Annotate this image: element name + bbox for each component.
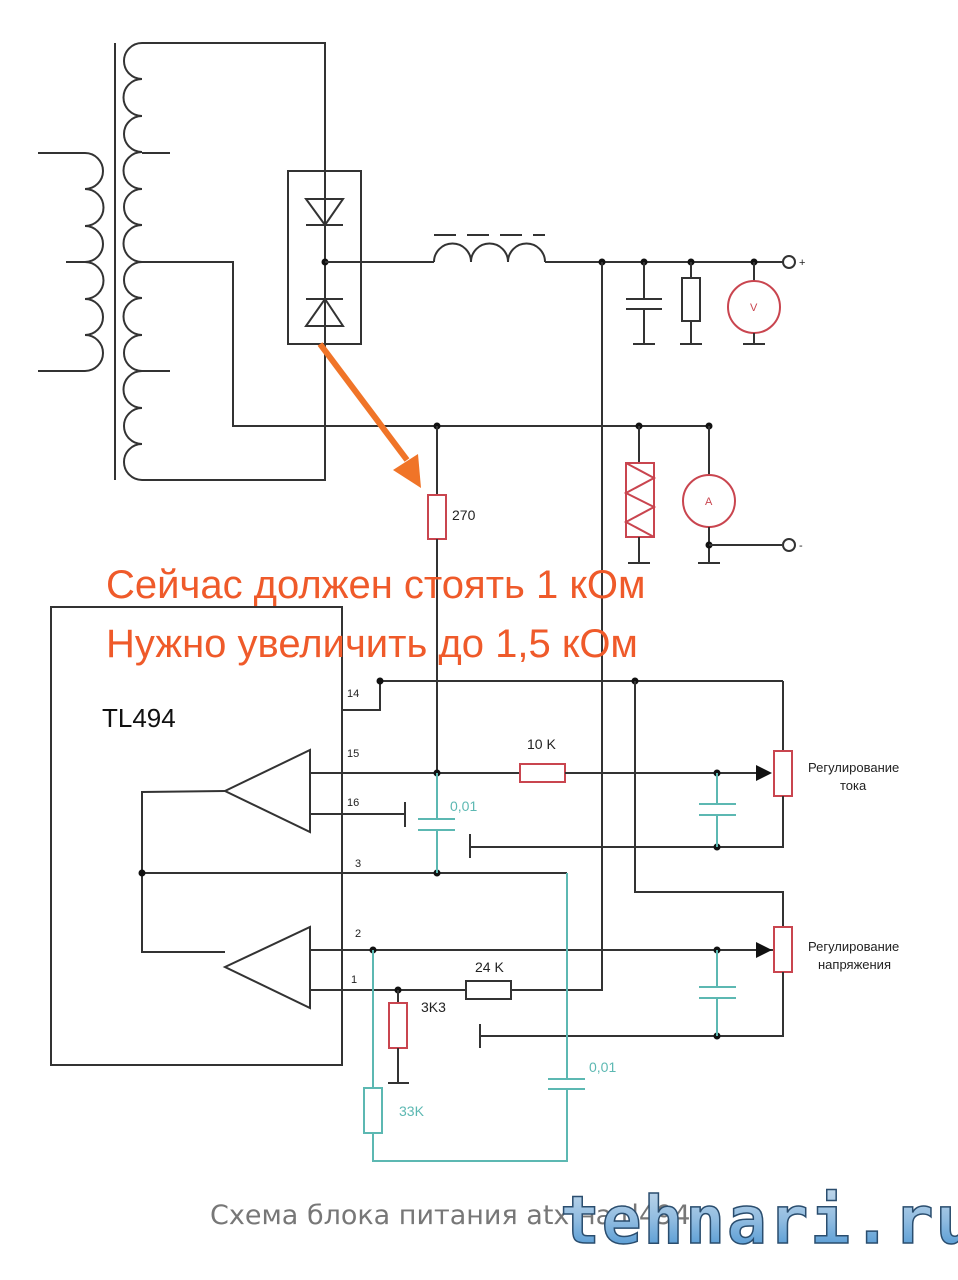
error-amp-1	[222, 748, 311, 834]
resistor-10k	[519, 763, 566, 783]
current-sense: A - 270	[427, 262, 803, 991]
diode-top	[304, 198, 345, 227]
voltage-potentiometer	[773, 926, 793, 973]
pin-14: 14	[347, 688, 359, 700]
secondary-winding	[122, 42, 143, 481]
resistor-270	[427, 494, 447, 540]
voltmeter-label: V	[750, 302, 758, 314]
resistor-3k3	[388, 1002, 408, 1049]
current-potentiometer	[773, 750, 793, 797]
resistor-270-label: 270	[452, 507, 476, 523]
transformer	[38, 42, 437, 481]
voltage-control-label-2: напряжения	[818, 957, 891, 972]
capacitor-top-label: 0,01	[450, 798, 477, 814]
voltage-control-label: Регулирование	[808, 939, 899, 954]
resistor-24k	[465, 980, 512, 1000]
pin-3: 3	[355, 858, 361, 870]
positive-terminal	[782, 255, 796, 269]
error-amp-2	[222, 925, 311, 1010]
annotation-arrow	[317, 342, 421, 488]
feedback-network: 10 K Регулирование тока Регулирование на…	[363, 681, 899, 1162]
annotation-line-1: Сейчас должен стоять 1 кОм	[106, 563, 645, 607]
current-control-label: Регулирование	[808, 760, 899, 775]
resistor-33k-label: 33K	[399, 1103, 425, 1119]
output-filter: V +	[325, 234, 805, 345]
capacitor-bottom-label: 0,01	[589, 1059, 616, 1075]
pin-2: 2	[355, 928, 361, 940]
pin-15: 15	[347, 748, 359, 760]
tl494-chip: TL494 14 15 16 3 2 1	[50, 606, 783, 1066]
current-control-label-2: тока	[840, 778, 867, 793]
pin-16: 16	[347, 797, 359, 809]
ammeter-label: A	[705, 496, 713, 508]
resistor-3k3-label: 3K3	[421, 999, 446, 1015]
negative-terminal-label: -	[799, 540, 803, 552]
diode-bottom	[304, 297, 345, 327]
diode-assembly	[287, 170, 362, 345]
annotation-line-2: Нужно увеличить до 1,5 кОм	[106, 622, 638, 666]
resistor-10k-label: 10 K	[527, 736, 556, 752]
figure-caption: Схема блока питания atx на tl494	[210, 1200, 690, 1231]
chip-name: TL494	[102, 703, 176, 733]
pin-1: 1	[351, 974, 357, 986]
resistor-33k	[363, 1087, 383, 1134]
choke	[433, 242, 546, 263]
positive-terminal-label: +	[799, 257, 805, 269]
resistor-24k-label: 24 K	[475, 959, 504, 975]
watermark-logo: tehnari.ru	[560, 1182, 958, 1259]
negative-terminal	[782, 538, 796, 552]
